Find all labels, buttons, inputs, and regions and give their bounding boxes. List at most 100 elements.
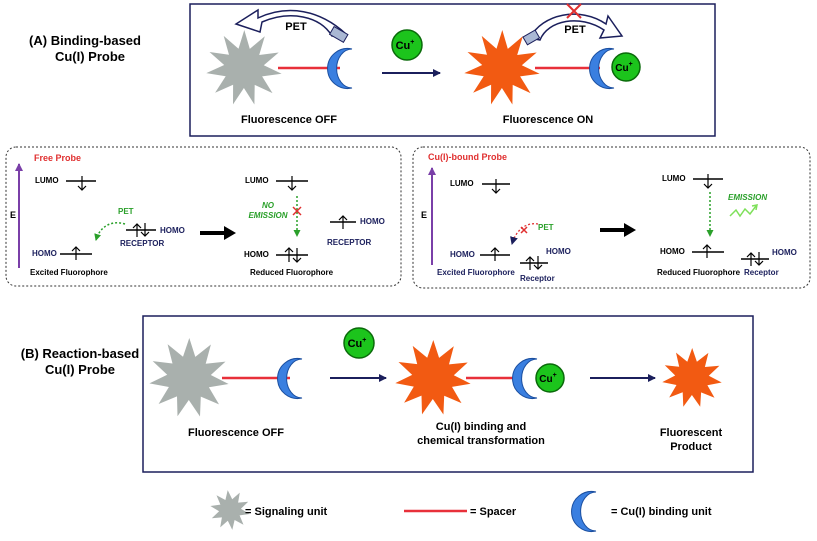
electron-up-head <box>525 256 535 262</box>
state-on-label: Fluorescence ON <box>503 114 594 126</box>
electron-up-head <box>746 252 756 258</box>
state-off-label: Fluorescence OFF <box>241 114 337 126</box>
electron-down-head <box>140 231 150 237</box>
legend-spacer-label: = Spacer <box>470 506 517 518</box>
copper-ion-bound-label: Cu+ <box>615 61 632 74</box>
pet-blocked-arrow-tail <box>522 29 541 46</box>
receptor-label: Receptor <box>744 268 779 277</box>
pet-blocked-arrow <box>528 13 624 41</box>
pet-arrow <box>234 8 348 37</box>
section-b: (B) Reaction-based Cu(I) Probe Fluoresce… <box>21 315 754 473</box>
emission-label: EMISSION <box>728 193 767 202</box>
reduced-fluorophore-caption: Reduced Fluorophore <box>657 268 741 277</box>
signaling-unit-off <box>206 30 282 105</box>
section-a-title-line1: (A) Binding-based <box>29 33 141 48</box>
emission-squiggle <box>729 205 757 218</box>
product-label-line1: Fluorescent <box>660 427 723 439</box>
no-emission-line2: EMISSION <box>248 211 287 220</box>
electron-down-head <box>533 264 543 270</box>
product-label-line2: Product <box>670 441 712 453</box>
signaling-unit-on <box>464 30 540 105</box>
free-probe-title: Free Probe <box>34 153 81 163</box>
lumo-label: LUMO <box>35 176 59 185</box>
pet-label-bound: PET <box>538 223 554 232</box>
legend-binding-label: = Cu(I) binding unit <box>611 506 712 518</box>
middle-label-line2: chemical transformation <box>417 435 545 447</box>
copper-ion-bound <box>535 363 565 393</box>
lumo-label: LUMO <box>450 179 474 188</box>
electron-down-head <box>754 260 764 266</box>
receptor-homo-label: HOMO <box>360 217 385 226</box>
reduced-fluorophore-caption: Reduced Fluorophore <box>250 268 334 277</box>
bound-probe-panel: Cu(I)-bound Probe E LUMO HOMO PET HOMO E… <box>412 146 811 289</box>
receptor-homo-label: HOMO <box>160 226 185 235</box>
copper-ion-bound <box>611 52 641 82</box>
binding-unit-crescent <box>589 48 615 89</box>
energy-axis-label: E <box>10 210 16 220</box>
receptor-homo-label: HOMO <box>772 248 797 257</box>
copper-ion-bound-label: Cu+ <box>539 372 556 385</box>
pet-arrow-tail <box>328 25 349 44</box>
blocked-x-mark <box>292 206 302 216</box>
electron-down-head <box>292 257 302 263</box>
free-probe-frame <box>5 146 402 287</box>
emission-squiggle-head <box>751 204 758 211</box>
pet-label: PET <box>285 21 307 33</box>
electron-down-head <box>703 183 713 189</box>
section-a: (A) Binding-based Cu(I) Probe PET Fluore… <box>29 3 716 137</box>
bound-probe-title: Cu(I)-bound Probe <box>428 152 507 162</box>
binding-unit-crescent <box>327 48 353 89</box>
electron-up-head <box>71 246 81 252</box>
binding-unit-crescent <box>512 358 538 399</box>
legend: = Signaling unit = Spacer = Cu(I) bindin… <box>210 490 712 532</box>
pet-label-free: PET <box>118 207 134 216</box>
legend-signaling-icon <box>210 490 250 530</box>
no-emission-line1: NO <box>262 201 275 210</box>
bound-probe-frame <box>412 146 811 289</box>
electron-up-head <box>284 247 294 253</box>
receptor-label: RECEPTOR <box>120 239 165 248</box>
electron-up-head <box>132 223 142 229</box>
electron-up-head <box>702 244 712 250</box>
transition-arrow <box>600 223 636 237</box>
excited-fluorophore-caption: Excited Fluorophore <box>437 268 515 277</box>
lumo-label: LUMO <box>662 174 686 183</box>
binding-unit-crescent <box>277 358 303 399</box>
excited-fluorophore-caption: Excited Fluorophore <box>30 268 108 277</box>
electron-down-head <box>77 185 87 191</box>
signaling-unit-product <box>662 348 722 407</box>
copper-ion <box>391 29 423 61</box>
pet-transfer-arrow <box>510 223 539 245</box>
blocked-x-mark <box>520 226 528 234</box>
section-b-title-line2: Cu(I) Probe <box>45 362 115 377</box>
section-b-title-line1: (B) Reaction-based <box>21 346 140 361</box>
legend-binding-icon <box>571 491 597 532</box>
receptor-label: Receptor <box>520 274 555 283</box>
section-a-frame <box>189 3 716 137</box>
homo-label: HOMO <box>660 247 685 256</box>
blocked-x-mark <box>566 3 582 19</box>
electron-down-head <box>287 185 297 191</box>
middle-label-line1: Cu(I) binding and <box>436 421 526 433</box>
copper-ion <box>343 327 375 359</box>
pet-blocked-label: PET <box>564 24 586 36</box>
signaling-unit-on <box>395 340 471 415</box>
signaling-unit-off <box>149 338 229 417</box>
legend-signaling-label: = Signaling unit <box>245 506 328 518</box>
receptor-homo-label: HOMO <box>546 247 571 256</box>
electron-up-head <box>490 247 500 253</box>
section-a-title-line2: Cu(I) Probe <box>55 49 125 64</box>
section-b-frame <box>142 315 754 473</box>
energy-axis-label: E <box>421 210 427 220</box>
transition-arrow <box>200 226 236 240</box>
electron-down-head <box>491 188 501 194</box>
lumo-label: LUMO <box>245 176 269 185</box>
copper-ion-label: Cu+ <box>396 39 415 52</box>
electron-up-head <box>338 215 348 221</box>
homo-label: HOMO <box>244 250 269 259</box>
homo-label: HOMO <box>450 250 475 259</box>
state-off-label: Fluorescence OFF <box>188 427 284 439</box>
homo-label: HOMO <box>32 249 57 258</box>
pet-transfer-arrow <box>94 222 126 241</box>
